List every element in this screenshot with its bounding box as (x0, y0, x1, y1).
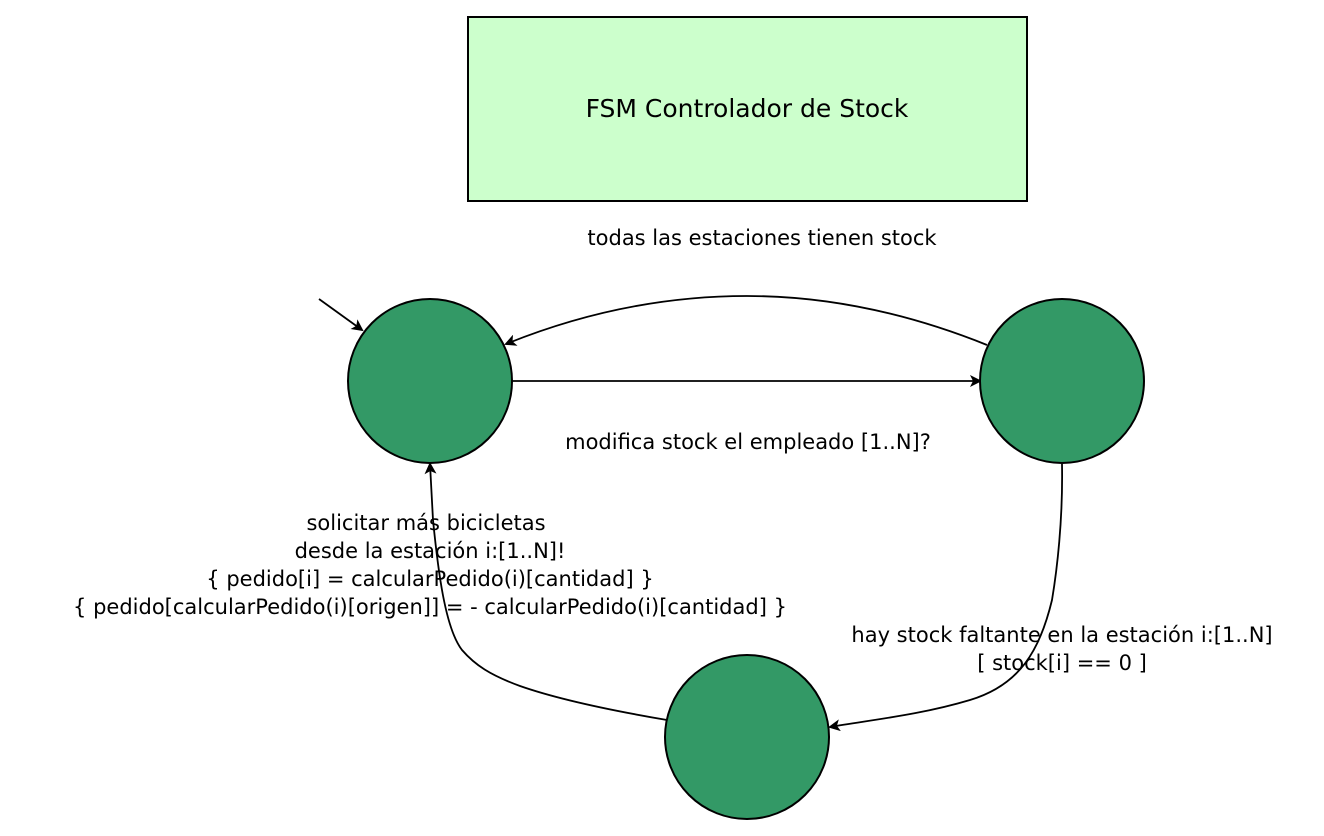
state-s2 (979, 298, 1145, 464)
label-request-bicycles: solicitar más bicicletas (306, 511, 545, 535)
diagram-title: FSM Controlador de Stock (586, 94, 909, 123)
initial-state-arrow (318, 298, 364, 332)
state-s1-initial (347, 298, 513, 464)
label-missing-stock: hay stock faltante en la estación i:[1..… (851, 623, 1272, 647)
edge-s2-to-s1 (504, 295, 988, 346)
label-all-stations-have-stock: todas las estaciones tienen stock (587, 226, 937, 250)
state-s3 (664, 654, 830, 820)
label-request-from-station: desde la estación i:[1..N]! (295, 539, 566, 563)
edge-s2-to-s3 (828, 463, 1064, 732)
edge-s3-to-s1 (424, 462, 668, 721)
label-employee-modifies-stock: modifica stock el empleado [1..N]? (565, 430, 931, 454)
label-order-assignment: { pedido[i] = calcularPedido(i)[cantidad… (206, 567, 653, 591)
title-box-frame (467, 16, 1028, 202)
label-origin-order-assignment: { pedido[calcularPedido(i)[origen]] = - … (73, 595, 787, 619)
label-missing-stock-guard: [ stock[i] == 0 ] (977, 651, 1147, 675)
title-box: FSM Controlador de Stock (467, 16, 1028, 202)
